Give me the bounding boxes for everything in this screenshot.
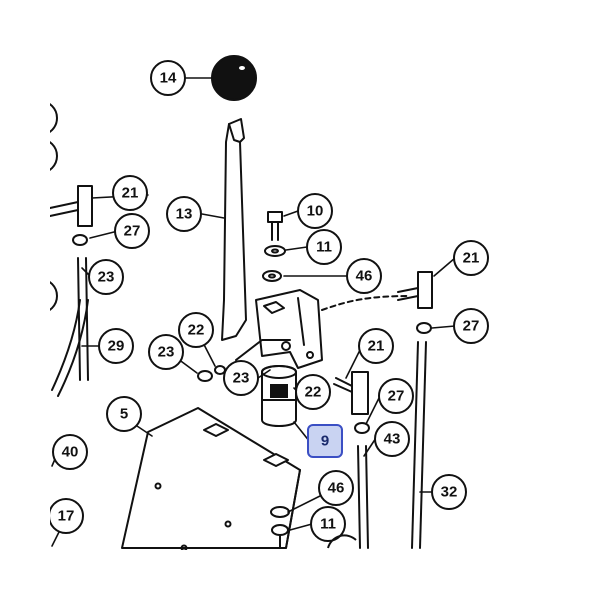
callout-23-center: 23	[223, 360, 259, 396]
left-margin-mask	[0, 0, 50, 600]
callout-27-right: 27	[453, 308, 489, 344]
callout-label: 5	[120, 406, 128, 423]
callout-11-upper: 11	[306, 229, 342, 265]
callout-21-left: 21	[112, 175, 148, 211]
callout-29: 29	[98, 328, 134, 364]
callout-21-right: 21	[453, 240, 489, 276]
callout-label: 46	[328, 480, 345, 497]
center-rod-end-part	[333, 371, 370, 549]
callout-label: 27	[388, 388, 405, 405]
lock-washer-part	[262, 270, 282, 282]
callout-label: 11	[320, 516, 336, 533]
nut-washer-set-part	[197, 365, 226, 382]
callout-5: 5	[106, 396, 142, 432]
callout-label: 22	[188, 322, 205, 339]
callout-label: 23	[158, 344, 175, 361]
callout-label: 13	[176, 206, 193, 223]
callout-22-lower: 22	[295, 374, 331, 410]
shift-lever-part	[221, 118, 247, 341]
universal-joint-part	[261, 365, 297, 427]
right-rod-end-part	[397, 271, 433, 549]
callout-label: 46	[356, 268, 373, 285]
callout-22-upper: 22	[178, 312, 214, 348]
bolt-part	[267, 211, 283, 241]
callout-label: 9	[321, 433, 329, 450]
bottom-band-mask	[0, 550, 600, 600]
callout-label: 14	[160, 70, 177, 87]
callout-9-highlighted[interactable]: 9	[307, 424, 343, 458]
callout-label: 10	[307, 203, 324, 220]
callout-label: 23	[233, 370, 250, 387]
callout-label: 27	[463, 318, 480, 335]
callout-label: 40	[62, 444, 79, 461]
callout-32: 32	[431, 474, 467, 510]
left-rod-end-part	[49, 185, 93, 397]
callout-11-lower: 11	[310, 506, 346, 542]
washer-part	[264, 245, 286, 257]
callout-label: 21	[368, 338, 385, 355]
callout-label: 27	[124, 223, 141, 240]
knob-part	[211, 55, 257, 101]
callout-14: 14	[150, 60, 186, 96]
callout-label: 22	[305, 384, 322, 401]
callout-40: 40	[52, 434, 88, 470]
callout-10: 10	[297, 193, 333, 229]
callout-43: 43	[374, 421, 410, 457]
callout-label: 29	[108, 338, 125, 355]
callout-13: 13	[166, 196, 202, 232]
callout-21-center: 21	[358, 328, 394, 364]
callout-bottom-partial	[327, 534, 357, 549]
callout-23-middle: 23	[148, 334, 184, 370]
callout-label: 43	[384, 431, 401, 448]
lower-washer-part	[270, 506, 290, 549]
callout-27-left: 27	[114, 213, 150, 249]
callout-23-left: 23	[88, 259, 124, 295]
callout-label: 23	[98, 269, 115, 286]
callout-label: 17	[58, 508, 75, 525]
callout-label: 21	[463, 250, 480, 267]
callout-label: 21	[122, 185, 139, 202]
callout-17: 17	[48, 498, 84, 534]
callout-label: 32	[441, 484, 458, 501]
linkage-dashed-line	[321, 295, 411, 311]
callout-46-upper: 46	[346, 258, 382, 294]
pivot-bracket-part	[235, 289, 323, 369]
callout-label: 11	[316, 239, 332, 256]
callout-46-lower: 46	[318, 470, 354, 506]
callout-27-center: 27	[378, 378, 414, 414]
